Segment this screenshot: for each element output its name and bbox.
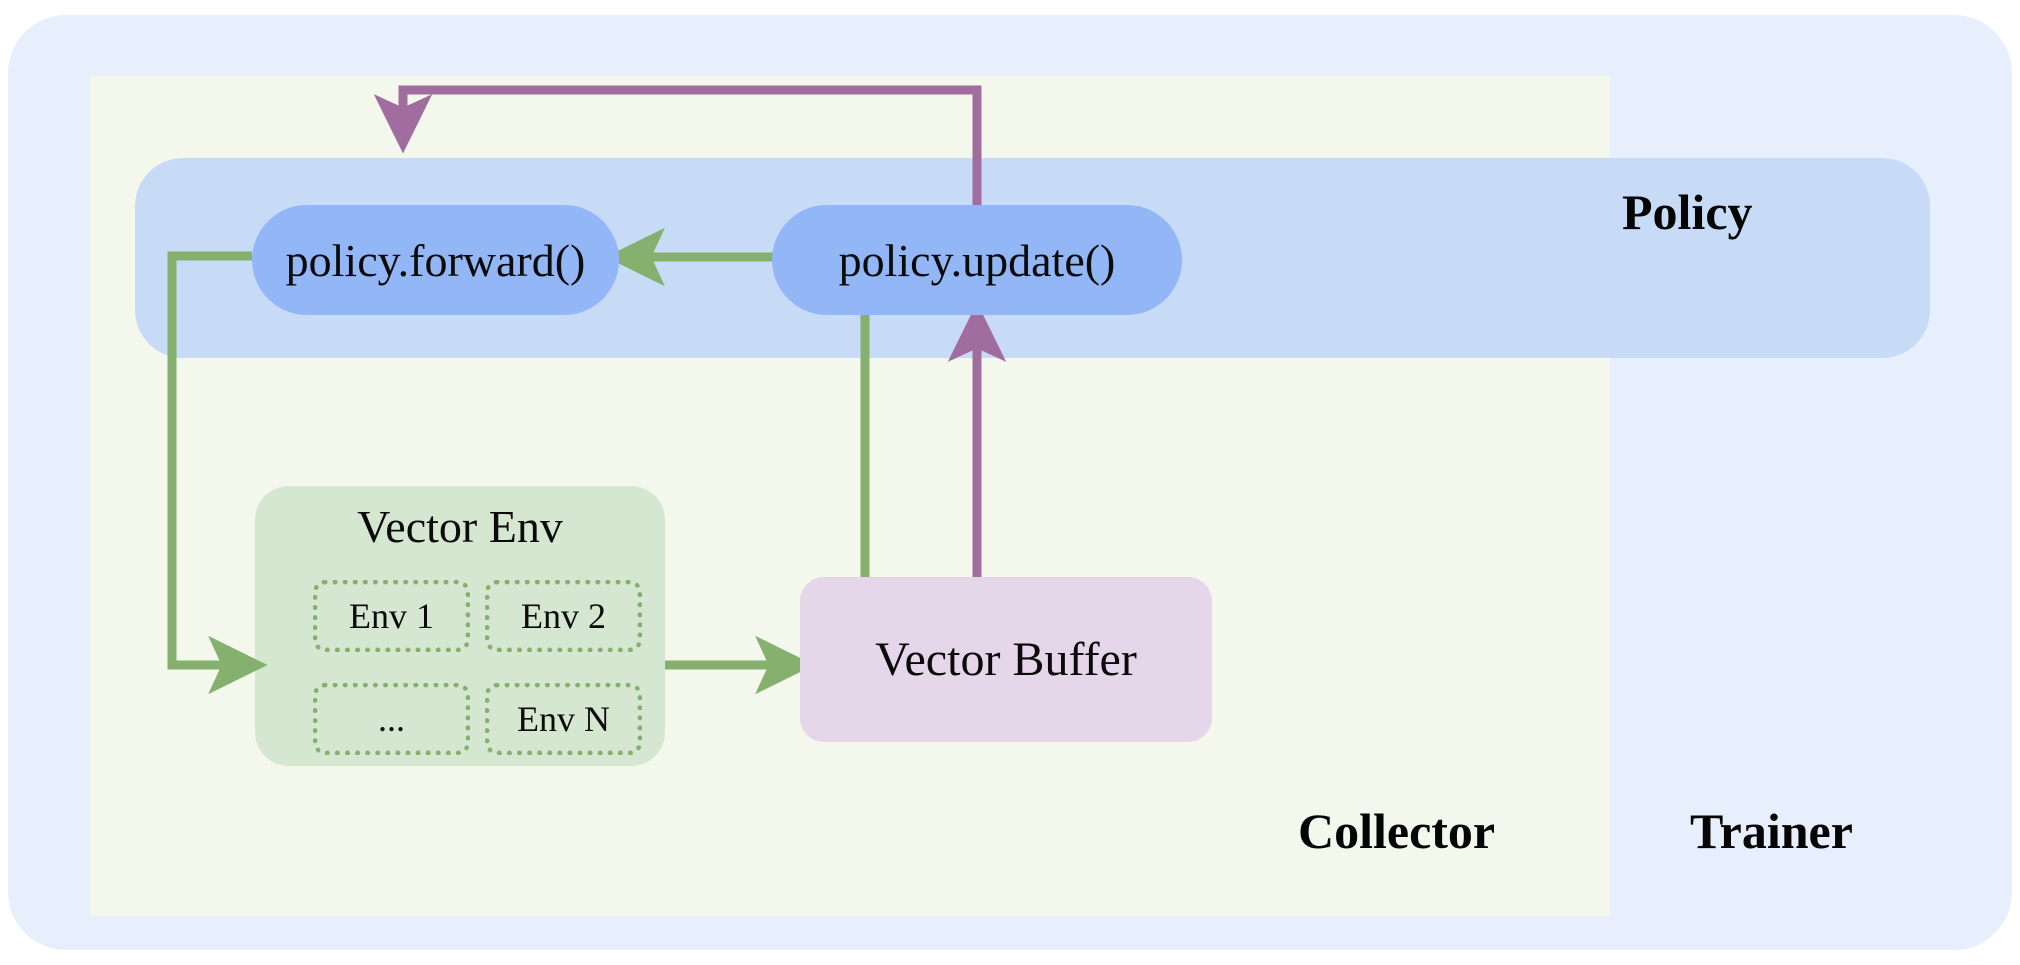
vector-buffer-node: Vector Buffer bbox=[800, 577, 1212, 742]
env-cell-n: Env N bbox=[485, 683, 642, 755]
env-cell-1: Env 1 bbox=[313, 580, 470, 652]
vector-env-label: Vector Env bbox=[357, 500, 563, 552]
vector-env-box bbox=[255, 486, 665, 766]
collector-group-label: Collector bbox=[1298, 803, 1496, 859]
policy-forward-node[interactable]: policy.forward() bbox=[252, 205, 619, 315]
edge-update-to-forward bbox=[373, 85, 982, 205]
policy-group-label: Policy bbox=[1622, 184, 1753, 240]
policy-update-node[interactable]: policy.update() bbox=[772, 205, 1182, 315]
env-cell-2: Env 2 bbox=[485, 580, 642, 652]
env-cell-ellipsis: ... bbox=[313, 683, 470, 755]
trainer-group-label: Trainer bbox=[1690, 803, 1853, 859]
edge-forward-to-env bbox=[167, 251, 268, 695]
